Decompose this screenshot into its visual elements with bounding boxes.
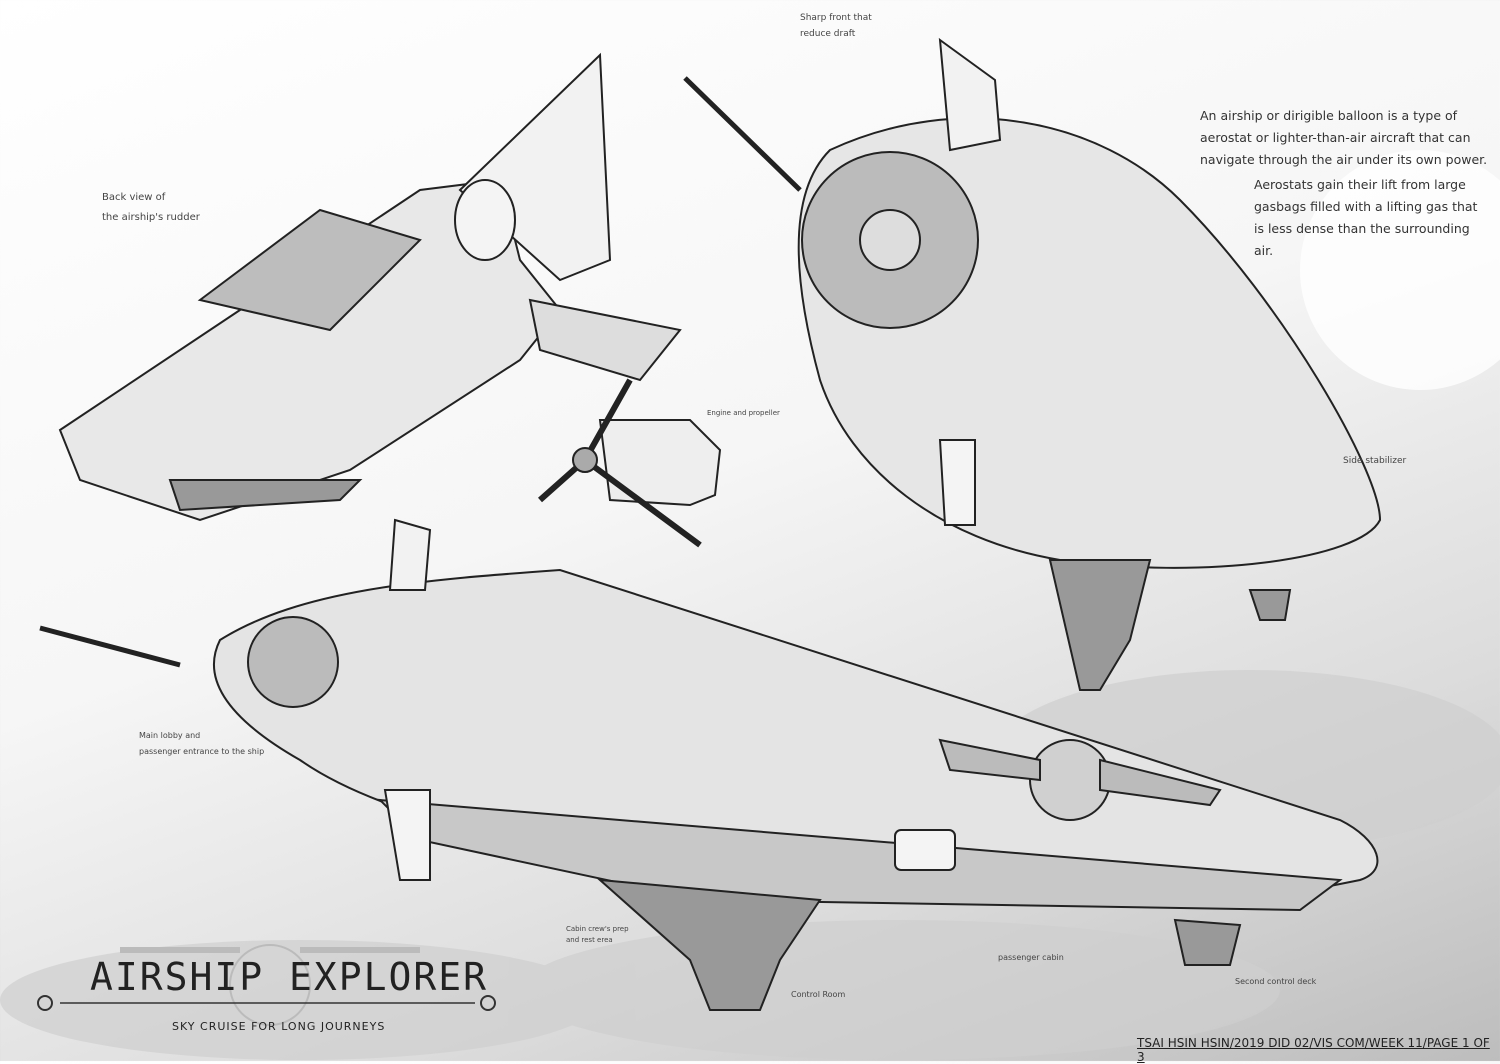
lobby-label: Main lobby and passenger entrance to the… <box>139 728 264 760</box>
description-line: is less dense than the surrounding <box>1254 221 1470 236</box>
rudder-view-airship <box>58 52 682 522</box>
side-view-airship <box>39 518 1379 1011</box>
control-room-label: Control Room <box>791 990 846 999</box>
front-view-airship <box>683 37 1382 691</box>
description-line: navigate through the air under its own p… <box>1200 152 1488 167</box>
passenger-cabin-label: passenger cabin <box>998 953 1064 962</box>
front-label: Sharp front that reduce draft <box>800 10 872 42</box>
footer-credit: TSAI HSIN HSIN/2019 DID 02/VIS COM/WEEK … <box>1137 1036 1490 1064</box>
front-label-line: reduce draft <box>800 29 856 39</box>
title-logo <box>37 944 496 1026</box>
crew-label: Cabin crew's prep and rest erea <box>566 924 629 946</box>
lobby-label-line: passenger entrance to the ship <box>139 747 265 756</box>
crew-label-line: and rest erea <box>566 936 613 944</box>
description-paragraph-1: An airship or dirigible balloon is a typ… <box>1200 105 1487 171</box>
rudder-label-line: Back view of <box>102 192 166 203</box>
stabilizer-label: Side stabilizer <box>1343 456 1407 466</box>
engine-propeller <box>538 378 722 548</box>
rudder-label-line: the airship's rudder <box>102 212 200 223</box>
front-label-line: Sharp front that <box>800 13 872 23</box>
description-line: gasbags filled with a lifting gas that <box>1254 199 1478 214</box>
description-line: aerostat or lighter-than-air aircraft th… <box>1200 130 1471 145</box>
side-wheel <box>247 616 339 708</box>
engine-label: Engine and propeller <box>707 409 780 417</box>
description-line: air. <box>1254 243 1274 258</box>
sun-glow <box>1300 150 1500 390</box>
crew-label-line: Cabin crew's prep <box>566 925 629 933</box>
description-paragraph-2: Aerostats gain their lift from large gas… <box>1254 174 1477 262</box>
lobby-label-line: Main lobby and <box>139 731 201 740</box>
description-line: An airship or dirigible balloon is a typ… <box>1200 108 1458 123</box>
page-subtitle: SKY CRUISE FOR LONG JOURNEYS <box>172 1020 386 1033</box>
page-title: AIRSHIP EXPLORER <box>90 955 489 999</box>
rudder-label: Back view of the airship's rudder <box>102 188 200 228</box>
second-deck-label: Second control deck <box>1235 977 1317 986</box>
description-line: Aerostats gain their lift from large <box>1254 177 1466 192</box>
